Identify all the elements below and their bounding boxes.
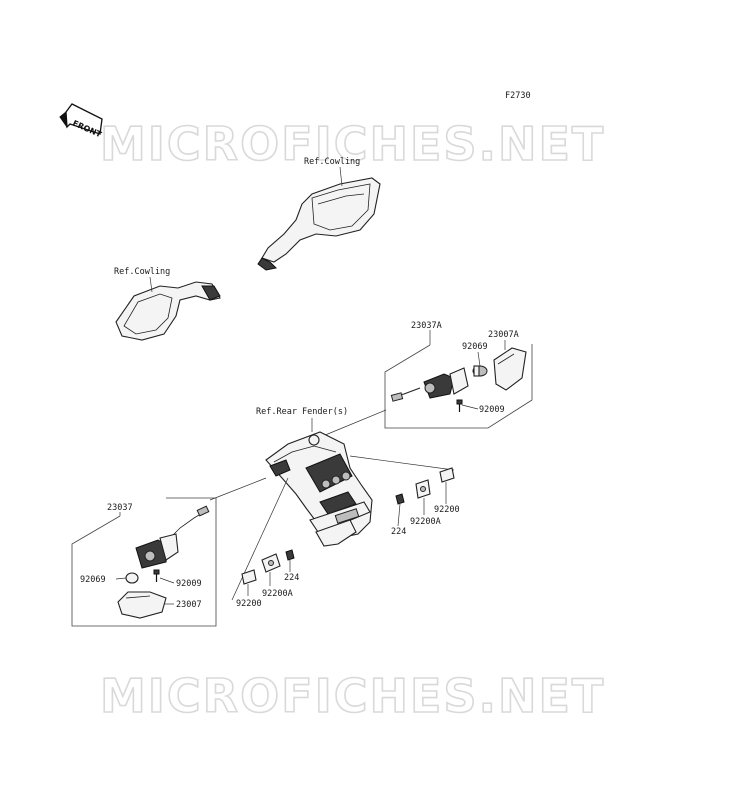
nut-224-left [285, 549, 295, 561]
label-23007a: 23007A [488, 330, 519, 340]
plate-92200a-right [415, 479, 431, 499]
screw-left [153, 569, 160, 582]
label-92069-right: 92069 [462, 342, 488, 352]
label-23037: 23037 [107, 503, 133, 513]
group-box-left [71, 497, 217, 627]
label-ref-rear-fender: Ref.Rear Fender(s) [256, 407, 348, 417]
leader-ref-cowling-upper [339, 166, 343, 187]
label-92069-left: 92069 [80, 575, 106, 585]
label-92200a-left: 92200A [262, 589, 293, 599]
label-92200-left: 92200 [236, 599, 262, 609]
label-92009-right: 92009 [479, 405, 505, 415]
watermark-bottom: MICROFICHES.NET [100, 669, 605, 723]
nut-224-right [395, 493, 405, 505]
figure-code: F2730 [505, 91, 531, 101]
label-92200-right: 92200 [434, 505, 460, 515]
plate-92200a-left [261, 553, 281, 573]
label-224-left: 224 [284, 573, 299, 583]
label-23007: 23007 [176, 600, 202, 610]
bulb-left [125, 572, 139, 584]
lens-left [117, 591, 167, 619]
turn-signal-left [135, 505, 210, 569]
label-224-right: 224 [391, 527, 406, 537]
leader-ref-cowling-lower [149, 276, 153, 293]
bulb-right [472, 365, 488, 377]
label-ref-cowling-upper: Ref.Cowling [304, 157, 360, 167]
mirror-lower [115, 281, 221, 341]
mirror-upper [257, 177, 381, 271]
screw-right [456, 399, 463, 412]
plate-92200-right [439, 467, 455, 483]
label-23037a: 23037A [411, 321, 442, 331]
rear-fender [265, 431, 373, 547]
group-box-right [384, 344, 533, 429]
label-92200a-right: 92200A [410, 517, 441, 527]
watermark-top: MICROFICHES.NET [100, 117, 605, 171]
label-92009-left: 92009 [176, 579, 202, 589]
label-ref-cowling-lower: Ref.Cowling [114, 267, 170, 277]
front-arrow-icon: FRONT [59, 103, 103, 139]
lens-right [493, 347, 527, 391]
plate-92200-left [241, 569, 257, 585]
turn-signal-right [390, 367, 469, 402]
